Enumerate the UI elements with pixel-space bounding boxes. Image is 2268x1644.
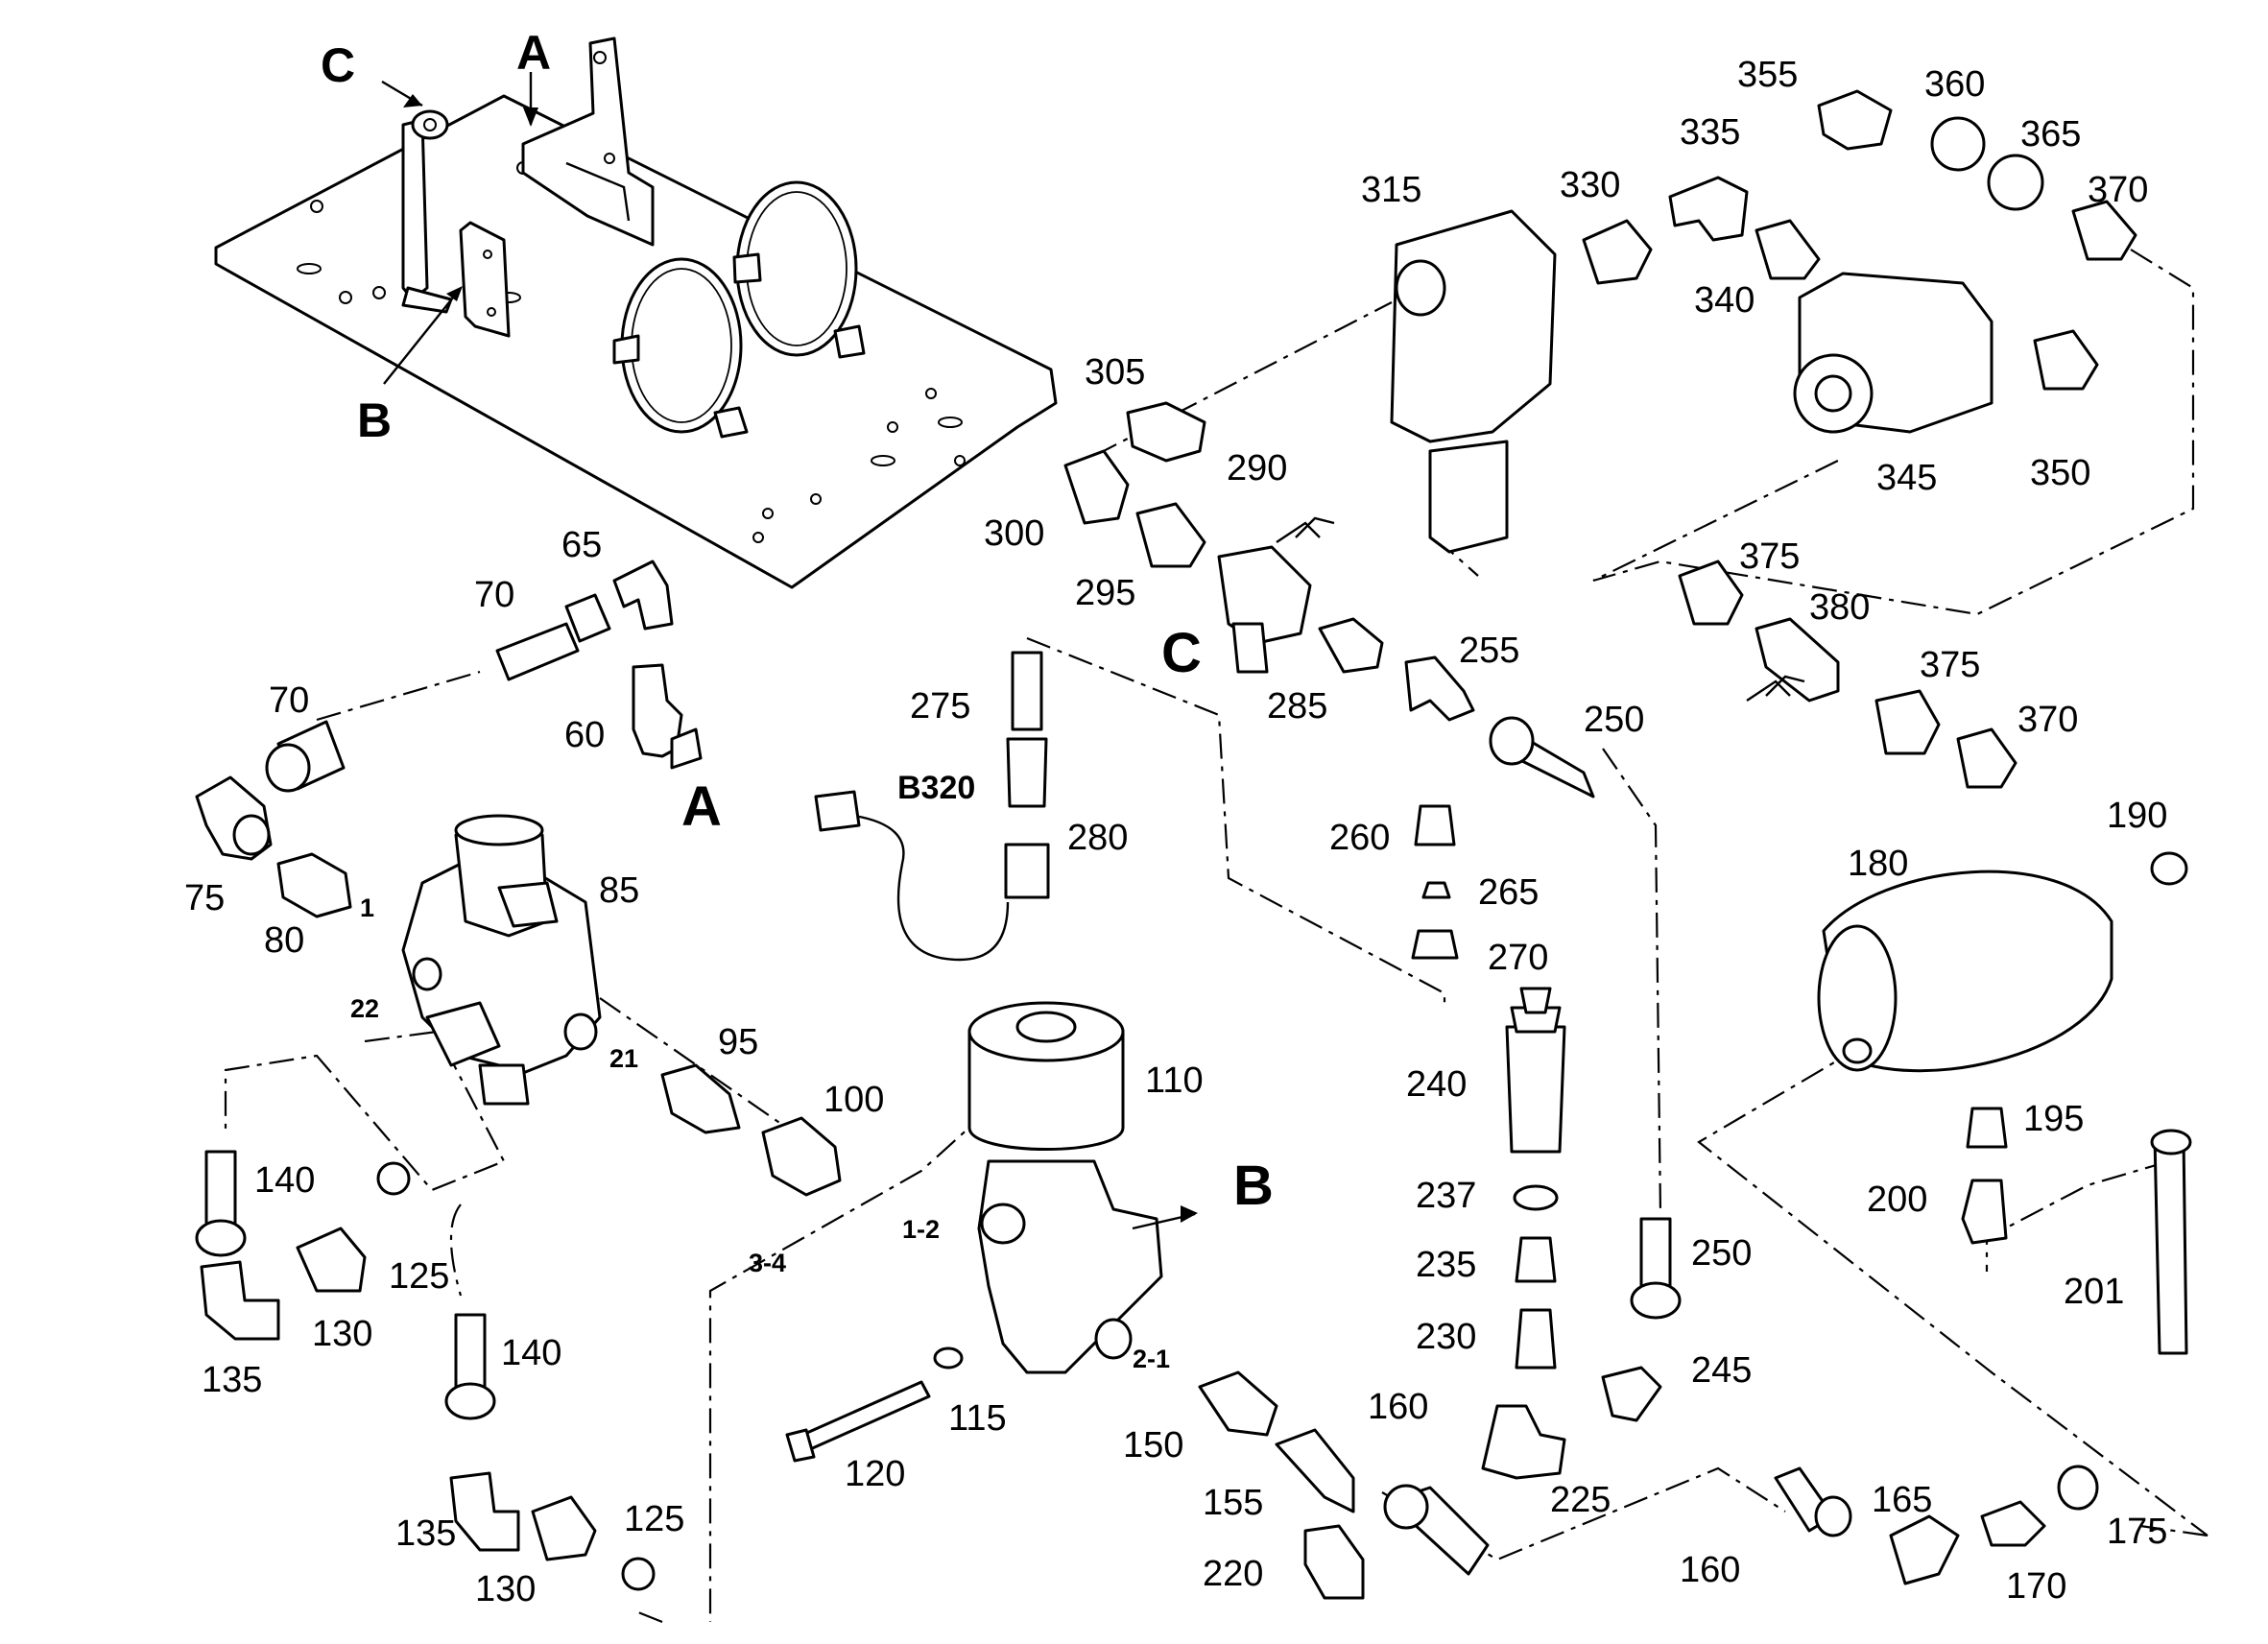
callout-375-upper: 375 <box>1739 536 1800 577</box>
callout-300: 300 <box>984 513 1044 554</box>
callout-305: 305 <box>1085 352 1145 393</box>
callout-280: 280 <box>1067 818 1128 858</box>
callout-360: 360 <box>1924 64 1985 105</box>
callout-65: 65 <box>561 525 602 565</box>
callout-201: 201 <box>2064 1272 2124 1312</box>
callout-355: 355 <box>1737 55 1798 95</box>
port-label-3-4: 3-4 <box>749 1249 786 1277</box>
callout-340: 340 <box>1694 280 1755 321</box>
callout-380: 380 <box>1809 587 1870 628</box>
callout-130-lower: 130 <box>475 1569 536 1609</box>
callout-95: 95 <box>718 1022 758 1062</box>
callout-135-upper: 135 <box>202 1360 262 1400</box>
callout-120: 120 <box>845 1454 905 1494</box>
callout-250-upper: 250 <box>1584 700 1644 740</box>
callout-180: 180 <box>1848 844 1908 884</box>
callout-70-upper: 70 <box>474 575 514 615</box>
callout-85: 85 <box>599 870 639 911</box>
callout-230: 230 <box>1416 1317 1476 1357</box>
callout-195: 195 <box>2023 1099 2084 1139</box>
reference-arrows <box>381 72 1198 1230</box>
callout-285: 285 <box>1267 686 1327 727</box>
callout-140-lower: 140 <box>501 1333 561 1373</box>
callout-290: 290 <box>1227 448 1287 488</box>
callout-270: 270 <box>1488 938 1548 978</box>
port-label-21: 21 <box>609 1044 638 1073</box>
port-label-2-1: 2-1 <box>1133 1345 1170 1373</box>
callout-125-lower: 125 <box>624 1499 684 1539</box>
ref-letter-c: C <box>1161 622 1202 684</box>
callout-260: 260 <box>1329 818 1390 858</box>
callout-135-lower: 135 <box>395 1513 456 1554</box>
callout-110: 110 <box>1145 1060 1204 1101</box>
port-label-22: 22 <box>350 994 379 1023</box>
callout-130-upper: 130 <box>312 1314 372 1354</box>
callout-100: 100 <box>824 1080 884 1120</box>
callout-165: 165 <box>1872 1480 1932 1520</box>
callout-160-upper: 160 <box>1368 1387 1428 1427</box>
ref-letter-c-top: C <box>321 38 355 92</box>
callout-75: 75 <box>184 878 225 918</box>
ref-letter-a: A <box>681 775 722 838</box>
callout-175: 175 <box>2107 1512 2167 1552</box>
callout-140-upper: 140 <box>254 1160 315 1201</box>
callout-labels: C A B A B C 65 70 70 60 75 80 85 95 100 … <box>184 26 2167 1609</box>
callout-125-upper: 125 <box>389 1256 449 1297</box>
ref-letter-b: B <box>1233 1155 1274 1217</box>
callout-250-lower: 250 <box>1691 1233 1752 1274</box>
callout-350: 350 <box>2030 453 2090 493</box>
port-label-1-2: 1-2 <box>902 1215 940 1244</box>
callout-70-lower: 70 <box>269 680 309 721</box>
callout-265: 265 <box>1478 872 1539 913</box>
callout-335: 335 <box>1680 112 1740 153</box>
callout-60: 60 <box>564 715 605 755</box>
ref-letter-b-top: B <box>357 393 392 447</box>
port-label-1: 1 <box>360 893 374 922</box>
callout-237: 237 <box>1416 1176 1476 1216</box>
callout-115: 115 <box>948 1398 1007 1439</box>
callout-190: 190 <box>2107 796 2167 836</box>
callout-365: 365 <box>2020 114 2081 155</box>
callout-295: 295 <box>1075 573 1135 613</box>
callout-155: 155 <box>1203 1483 1263 1523</box>
callout-275: 275 <box>910 686 970 727</box>
callout-330: 330 <box>1560 165 1620 205</box>
callout-220: 220 <box>1203 1554 1263 1594</box>
callout-375-lower: 375 <box>1920 645 1980 685</box>
ref-letter-a-top: A <box>516 26 551 80</box>
callout-80: 80 <box>264 920 304 961</box>
callout-235: 235 <box>1416 1245 1476 1285</box>
callout-245: 245 <box>1691 1350 1752 1391</box>
callout-370-upper: 370 <box>2088 170 2148 210</box>
sensor-label-b320: B320 <box>897 770 975 806</box>
callout-240: 240 <box>1406 1064 1467 1105</box>
callout-200: 200 <box>1867 1179 1927 1220</box>
callout-160-lower: 160 <box>1680 1550 1740 1590</box>
callout-225: 225 <box>1550 1480 1611 1520</box>
callout-315: 315 <box>1361 170 1421 210</box>
part-drawings <box>195 89 2192 1600</box>
callout-370-lower: 370 <box>2017 700 2078 740</box>
mounting-plate <box>214 36 1058 589</box>
callout-255: 255 <box>1459 631 1519 671</box>
callout-150: 150 <box>1123 1425 1183 1465</box>
callout-170: 170 <box>2006 1566 2066 1607</box>
callout-345: 345 <box>1876 458 1937 498</box>
